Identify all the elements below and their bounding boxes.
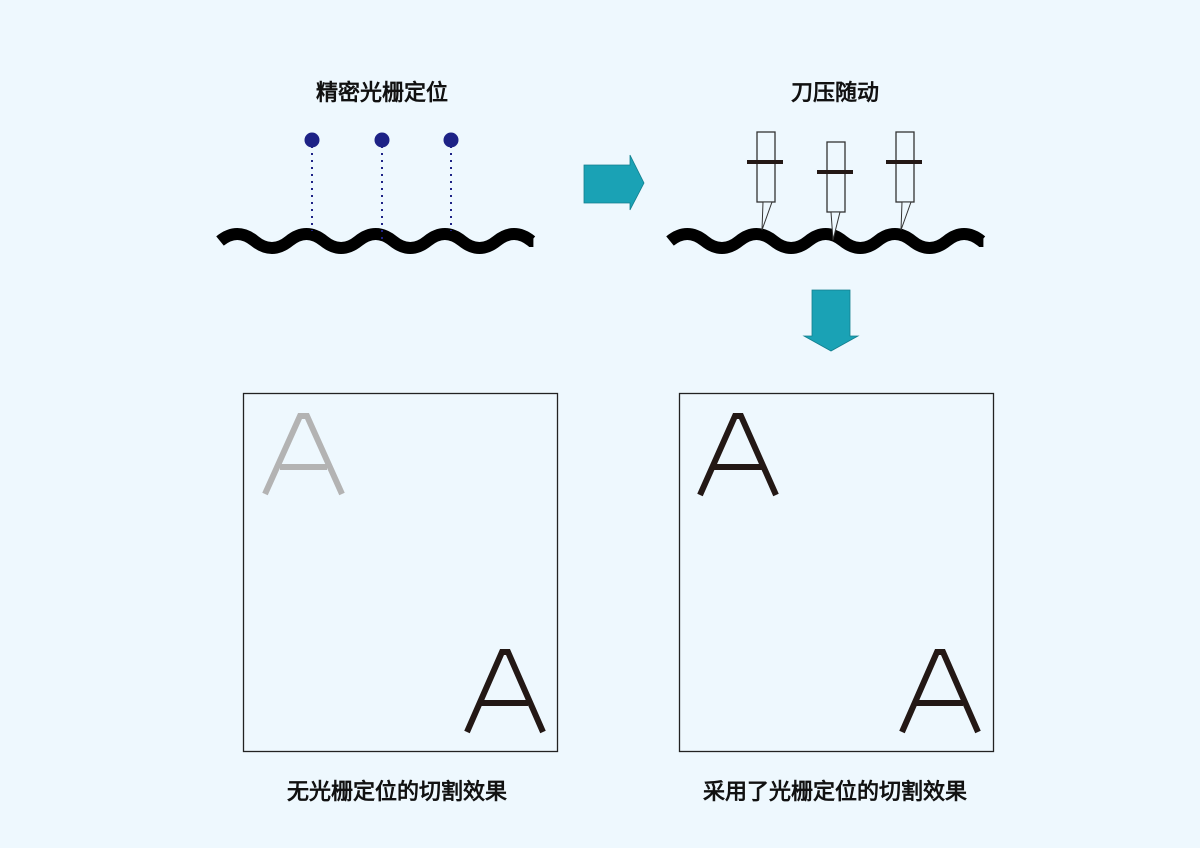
- knife-pressure-follow-title: 刀压随动: [791, 80, 879, 106]
- letter-a-bottom: [464, 649, 546, 734]
- caption-with-grating: 采用了光栅定位的切割效果: [703, 779, 967, 805]
- arrow-right-icon: [583, 154, 645, 211]
- letter-a-misaligned: [262, 413, 345, 496]
- grating-marker: [443, 132, 459, 231]
- grating-marker: [304, 132, 320, 231]
- arrow-down-icon: [802, 289, 860, 352]
- knife-icon: [886, 131, 922, 231]
- wavy-material-left: [216, 228, 536, 254]
- grating-markers: [304, 132, 459, 241]
- caption-without-grating: 无光栅定位的切割效果: [287, 779, 507, 805]
- precision-grating-title: 精密光栅定位: [316, 80, 448, 106]
- marker-dot-icon: [374, 132, 390, 148]
- marker-dot-icon: [443, 132, 459, 148]
- letter-a-aligned: [697, 413, 779, 497]
- knife-icon: [817, 141, 853, 241]
- letter-a-bottom: [899, 649, 981, 734]
- knife-icon: [747, 131, 783, 231]
- panel-without-grating: 无光栅定位的切割效果: [242, 392, 559, 805]
- grating-marker: [374, 132, 390, 241]
- cut-sheet-frame: [242, 392, 559, 753]
- marker-dot-icon: [304, 132, 320, 148]
- wavy-material-right: [666, 228, 986, 254]
- cut-sheet-frame: [678, 392, 995, 753]
- panel-with-grating: 采用了光栅定位的切割效果: [678, 392, 995, 805]
- cutting-knives: [747, 131, 922, 241]
